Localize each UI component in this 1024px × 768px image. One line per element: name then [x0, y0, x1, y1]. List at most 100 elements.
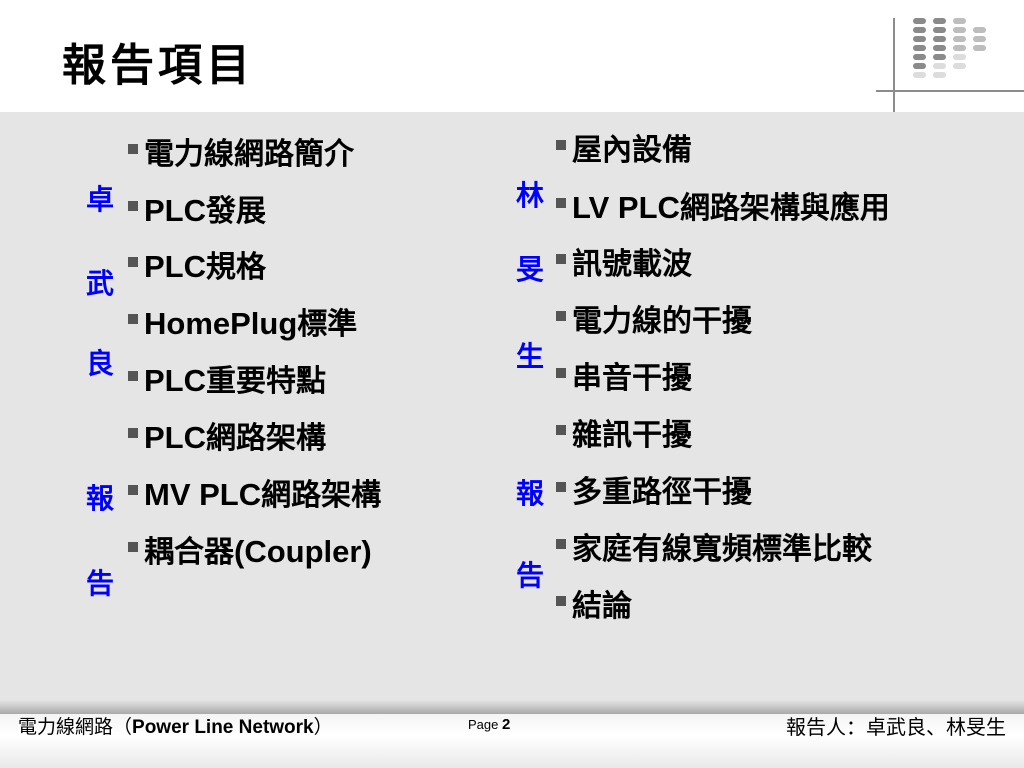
- footer-bar: [0, 714, 1024, 768]
- decoration-dot: [973, 27, 986, 33]
- footer-title-prefix: 電力線網路（: [18, 717, 133, 738]
- bullet-icon: [556, 311, 566, 321]
- list-item-text: 結論: [572, 589, 632, 624]
- list-item: 雜訊干擾: [556, 419, 692, 453]
- bullet-icon: [556, 254, 566, 264]
- title-band: [0, 0, 1024, 112]
- list-item-text: 網路架構與應用: [679, 191, 890, 226]
- bullet-icon: [556, 596, 566, 606]
- list-item: PLC網路架構: [128, 421, 326, 456]
- list-item-latin: PLC: [144, 363, 206, 398]
- list-item-latin: PLC: [144, 420, 206, 455]
- right-author-char: 告: [516, 559, 545, 592]
- page-indicator: Page 2: [468, 716, 510, 733]
- list-item: 訊號載波: [556, 248, 692, 282]
- decoration-dot: [913, 54, 926, 60]
- list-item-text: 訊號載波: [572, 247, 692, 282]
- decoration-dot: [913, 63, 926, 69]
- page-label: Page: [468, 717, 499, 732]
- decoration-vertical-line: [893, 18, 895, 118]
- list-item-text: 家庭有線寬頻標準比較: [572, 532, 872, 567]
- decoration-dot: [913, 72, 926, 78]
- bullet-icon: [128, 144, 138, 154]
- list-item: 串音干擾: [556, 362, 692, 396]
- decoration-dot: [933, 45, 946, 51]
- bullet-icon: [556, 198, 566, 208]
- decoration-dot: [933, 54, 946, 60]
- right-author-char: 旻: [516, 253, 545, 286]
- list-item: MV PLC網路架構: [128, 478, 381, 513]
- list-item-text: 電力線網路簡介: [144, 137, 354, 172]
- list-item-text: 串音干擾: [572, 361, 692, 396]
- list-item: 屋內設備: [556, 134, 692, 168]
- footer-presenters: 報告人：卓武良、林旻生: [786, 717, 1006, 739]
- list-item-latin: LV PLC: [572, 190, 680, 225]
- bullet-icon: [556, 368, 566, 378]
- list-item-latin: (Coupler): [234, 534, 372, 569]
- footer-title-english: Power Line Network: [132, 717, 314, 738]
- list-item-text: 網路架構: [261, 478, 382, 513]
- left-author-char: 告: [86, 567, 115, 600]
- decoration-dot: [953, 18, 966, 24]
- bullet-icon: [556, 140, 566, 150]
- decoration-dot: [953, 63, 966, 69]
- list-item-text: 重要特點: [206, 364, 326, 399]
- list-item-text: 耦合器: [144, 535, 234, 570]
- left-author-char: 卓: [86, 183, 115, 216]
- list-item: 家庭有線寬頻標準比較: [556, 533, 872, 567]
- right-author-char: 報: [516, 477, 545, 510]
- slide-title: 報告項目: [62, 40, 254, 91]
- list-item-text: 發展: [206, 194, 266, 229]
- decoration-dot: [933, 18, 946, 24]
- list-item: PLC規格: [128, 250, 266, 285]
- decoration-dot: [933, 36, 946, 42]
- left-author-char: 良: [86, 347, 115, 380]
- decoration-dot: [953, 54, 966, 60]
- decoration-dot: [913, 27, 926, 33]
- list-item-text: 網路架構: [206, 421, 326, 456]
- decoration-dot: [953, 45, 966, 51]
- list-item-text: 屋內設備: [572, 133, 692, 168]
- list-item-text: 多重路徑干擾: [572, 475, 752, 510]
- bullet-icon: [128, 542, 138, 552]
- decoration-dot: [973, 45, 986, 51]
- list-item-text: 電力線的干擾: [572, 304, 752, 339]
- bullet-icon: [556, 482, 566, 492]
- right-author-char: 生: [516, 340, 545, 373]
- left-author-char: 武: [86, 267, 115, 300]
- decoration-dot: [933, 27, 946, 33]
- page-number: 2: [502, 716, 511, 733]
- list-item-text: 標準: [297, 307, 358, 342]
- footer-title-suffix: ）: [313, 717, 333, 738]
- bullet-icon: [128, 485, 138, 495]
- footer-title: 電力線網路（Power Line Network）: [18, 716, 333, 740]
- list-item: 電力線網路簡介: [128, 138, 354, 172]
- decoration-dot: [913, 45, 926, 51]
- list-item: 耦合器(Coupler): [128, 535, 372, 570]
- list-item-text: 雜訊干擾: [572, 418, 692, 453]
- list-item-latin: PLC: [144, 249, 206, 284]
- bullet-icon: [556, 425, 566, 435]
- bullet-icon: [128, 428, 138, 438]
- list-item: PLC發展: [128, 194, 266, 229]
- list-item: 多重路徑干擾: [556, 476, 752, 510]
- left-author-char: 報: [86, 482, 115, 515]
- list-item: 電力線的干擾: [556, 305, 752, 339]
- bullet-icon: [128, 257, 138, 267]
- decoration-horizontal-line: [876, 90, 1024, 92]
- bullet-icon: [128, 371, 138, 381]
- decoration-dot: [913, 36, 926, 42]
- list-item: LV PLC網路架構與應用: [556, 191, 890, 226]
- decoration-dot: [973, 36, 986, 42]
- decoration-dot: [933, 63, 946, 69]
- bullet-icon: [128, 314, 138, 324]
- content-panel: [0, 112, 1024, 700]
- list-item-latin: MV PLC: [144, 477, 262, 512]
- list-item-latin: PLC: [144, 193, 206, 228]
- bullet-icon: [128, 201, 138, 211]
- list-item-latin: HomePlug: [144, 306, 298, 341]
- decoration-dot: [953, 27, 966, 33]
- list-item: 結論: [556, 590, 632, 624]
- decoration-dot: [953, 36, 966, 42]
